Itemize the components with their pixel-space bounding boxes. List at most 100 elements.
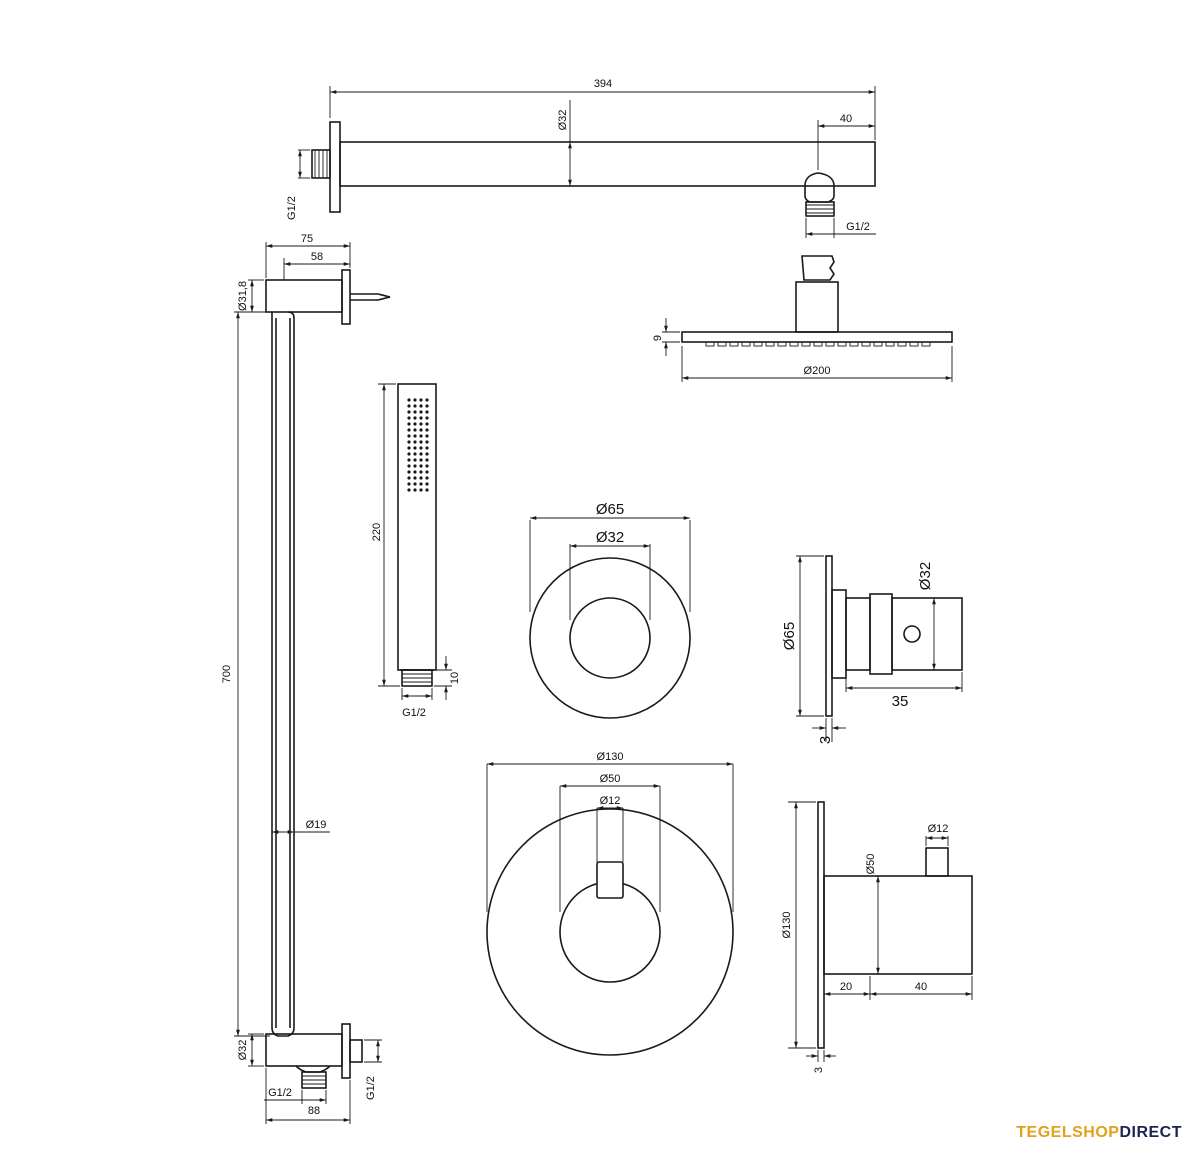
spray-hole [419,428,423,432]
nozzle [753,341,763,347]
nozzle [849,341,859,347]
spray-hole [425,446,429,450]
dim-stop-inner: Ø32 [596,529,624,546]
spray-hole [425,428,429,432]
dim-thermo-side-a: 20 [840,981,852,993]
spray-hole [425,464,429,468]
dim-stop-side-outer: Ø65 [781,622,798,650]
spray-hole [425,398,429,402]
nozzle [825,341,835,347]
spray-hole [407,440,411,444]
stop-valve-front: Ø65 Ø32 [529,501,691,719]
nozzle [837,341,847,347]
stop-valve-side: Ø65 Ø32 35 3 [781,555,963,744]
spray-hole [419,422,423,426]
dim-rail-depth-inner: 58 [311,251,323,263]
dim-rail-height: 700 [221,665,233,683]
spray-hole [419,452,423,456]
spray-hole [413,458,417,462]
spray-hole [419,464,423,468]
spray-hole [425,452,429,456]
nozzle [705,341,715,347]
shower-arm: 394 Ø32 40 G1/2 G1/2 [286,78,876,238]
spray-hole [419,434,423,438]
dim-thermo-side-outer: Ø130 [781,912,793,939]
dim-thermo-outer: Ø130 [597,751,624,763]
spray-hole [419,476,423,480]
dim-stop-outer: Ø65 [596,501,624,518]
dim-arm-length: 394 [594,78,612,90]
spray-hole [425,488,429,492]
spray-hole [419,458,423,462]
spray-hole [407,470,411,474]
nozzle [741,341,751,347]
spray-hole [413,440,417,444]
spray-hole [413,428,417,432]
spray-hole [407,488,411,492]
dim-rail-tube-diameter: Ø19 [306,819,327,831]
spray-hole [413,446,417,450]
spray-hole [425,434,429,438]
spray-hole [413,452,417,456]
spray-hole [413,476,417,480]
spray-hole [407,464,411,468]
spray-hole [407,482,411,486]
spray-hole [407,416,411,420]
spray-hole [407,434,411,438]
spray-hole [407,404,411,408]
spray-hole [419,446,423,450]
dim-stop-side-plate: 3 [817,736,834,744]
nozzle [777,341,787,347]
spray-hole [407,410,411,414]
spray-hole [407,398,411,402]
nozzle [717,341,727,347]
spray-hole [425,482,429,486]
spray-hole [407,428,411,432]
spray-hole [419,440,423,444]
dim-rail-outlet-thread: G1/2 [268,1087,292,1099]
spray-hole [425,440,429,444]
nozzle [861,341,871,347]
dim-arm-tip: 40 [840,113,852,125]
spray-hole [425,404,429,408]
dim-thermo-mid: Ø50 [600,773,621,785]
dim-arm-thread-wall: G1/2 [286,196,298,220]
spray-hole [419,410,423,414]
spray-hole [413,410,417,414]
spray-hole [413,488,417,492]
dim-arm-thread-head: G1/2 [846,221,870,233]
nozzle [801,341,811,347]
brand-part1: TEGELSHOP [1016,1124,1120,1141]
dim-stop-side-depth: 35 [892,693,909,710]
head-shower: 9 Ø200 [652,255,953,382]
spray-hole [407,452,411,456]
spray-hole [413,434,417,438]
spray-hole [413,398,417,402]
nozzle [885,341,895,347]
spray-hole [407,446,411,450]
spray-hole [413,422,417,426]
spray-hole [407,476,411,480]
spray-hole [413,416,417,420]
spray-hole [413,470,417,474]
dim-thermo-side-body: Ø50 [865,854,877,875]
dim-hand-length: 220 [371,523,383,541]
dim-thermo-side-plate: 3 [813,1067,825,1073]
dim-rail-bottom-diameter: Ø32 [237,1040,249,1061]
nozzle [921,341,931,347]
spray-hole [425,416,429,420]
spray-hole [425,410,429,414]
spray-hole [425,458,429,462]
spray-hole [419,482,423,486]
spray-hole [419,488,423,492]
dim-hand-thread: G1/2 [402,707,426,719]
hand-shower: 220 10 G1/2 [371,383,461,719]
dim-thermo-stem: Ø12 [600,795,621,807]
slide-rail: 75 58 Ø31,8 700 Ø19 Ø32 G1/2 G1/2 [221,233,391,1124]
spray-hole [413,404,417,408]
thermostat-front: Ø130 Ø50 Ø12 [486,751,734,1056]
dim-stop-side-knob: Ø32 [917,562,934,590]
brand-logo: TEGELSHOPDIRECT [1016,1124,1182,1142]
dim-head-thickness: 9 [652,335,664,341]
nozzle [897,341,907,347]
